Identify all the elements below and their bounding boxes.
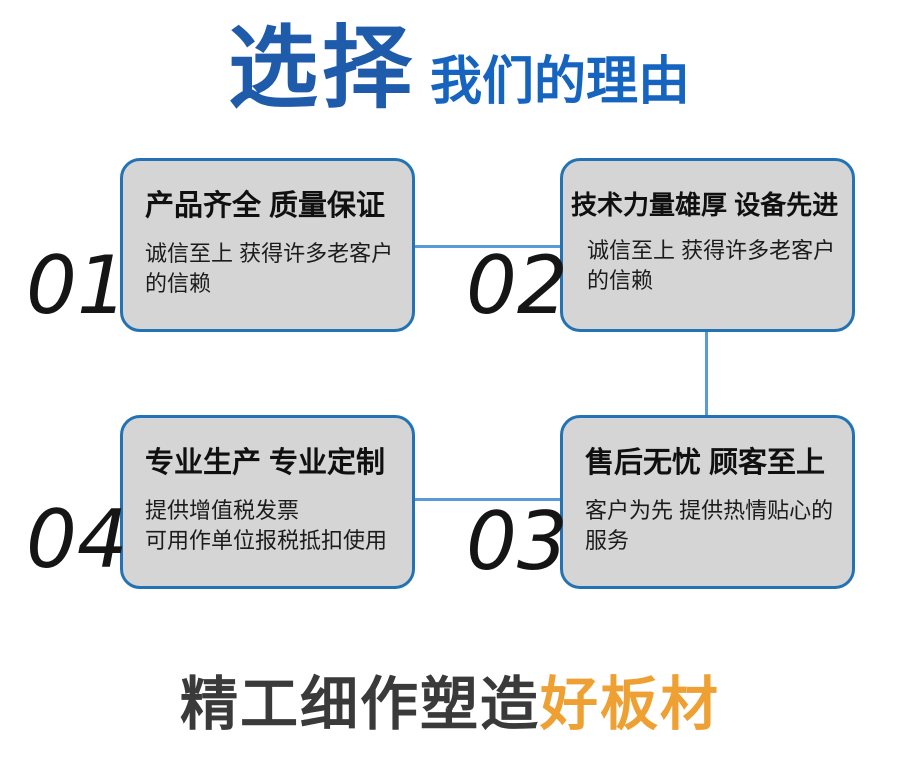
- reason-card-03: 售后无忧 顾客至上 客户为先 提供热情贴心的 服务: [560, 415, 855, 589]
- card-description: 提供增值税发票 可用作单位报税抵扣使用: [145, 496, 400, 557]
- card-description-line: 诚信至上 获得许多老客户: [145, 240, 394, 266]
- connector-line-vertical: [705, 329, 708, 417]
- card-description-line: 客户为先 提供热情贴心的: [585, 497, 834, 523]
- card-description: 客户为先 提供热情贴心的 服务: [585, 496, 840, 557]
- step-number-01: 01: [26, 239, 128, 332]
- connector-line-bottom: [410, 498, 562, 501]
- page-title: 选择 我们的理由: [228, 24, 690, 120]
- card-title: 售后无忧 顾客至上: [585, 447, 826, 479]
- footer-tagline-highlight: 好板材: [540, 672, 721, 737]
- step-number-04: 04: [26, 493, 128, 586]
- page-title-rest: 我们的理由: [430, 53, 691, 111]
- page-title-highlight: 选择: [228, 19, 416, 119]
- footer-tagline: 精工细作塑造好板材: [0, 672, 900, 739]
- footer-tagline-normal: 精工细作塑造: [179, 672, 540, 737]
- step-number-03: 03: [466, 495, 568, 588]
- card-description-line: 提供增值税发票: [145, 497, 300, 523]
- card-description-line: 可用作单位报税抵扣使用: [145, 528, 388, 554]
- card-title: 专业生产 专业定制: [145, 447, 386, 479]
- card-title: 技术力量雄厚 设备先进: [571, 190, 839, 220]
- reason-card-02: 技术力量雄厚 设备先进 诚信至上 获得许多老客户 的信赖: [560, 158, 855, 332]
- card-description: 诚信至上 获得许多老客户 的信赖: [145, 239, 400, 300]
- card-title: 产品齐全 质量保证: [145, 190, 386, 222]
- reason-card-04: 专业生产 专业定制 提供增值税发票 可用作单位报税抵扣使用: [120, 415, 415, 589]
- card-description: 诚信至上 获得许多老客户 的信赖: [571, 236, 840, 297]
- card-description-line: 的信赖: [145, 271, 212, 297]
- reason-card-01: 产品齐全 质量保证 诚信至上 获得许多老客户 的信赖: [120, 158, 415, 332]
- card-description-line: 诚信至上 获得许多老客户: [587, 237, 836, 263]
- card-description-line: 服务: [585, 528, 630, 554]
- connector-line-top: [410, 245, 562, 248]
- step-number-02: 02: [466, 239, 568, 332]
- card-description-line: 的信赖: [587, 267, 654, 293]
